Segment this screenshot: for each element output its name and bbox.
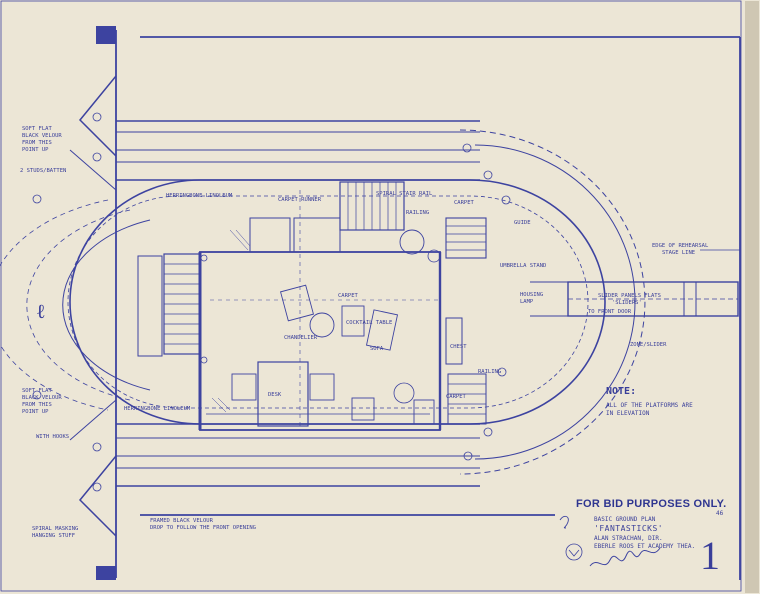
label-hanging-stuff: HANGING STUFF bbox=[32, 533, 75, 539]
label-carpet: CARPET bbox=[338, 293, 359, 299]
label-chandelier: CHANDELIER bbox=[284, 335, 318, 341]
label-carpet-runner: CARPET RUNNER bbox=[278, 197, 322, 203]
label-masking: SPIRAL MASKING bbox=[32, 526, 78, 532]
label-spiral-stair: SPIRAL STAIR RAIL bbox=[376, 191, 433, 197]
label-chest: CHEST bbox=[450, 344, 467, 350]
corner-mark: 46 bbox=[716, 510, 724, 517]
label-stage-line: STAGE LINE bbox=[662, 250, 695, 256]
drawing-title: BASIC GROUND PLAN bbox=[594, 516, 656, 523]
label-railing-lower: RAILING bbox=[478, 369, 501, 375]
label-soft-flat-top: SOFT FLAT bbox=[22, 126, 52, 132]
director-line: ALAN STRACHAN, DIR. bbox=[594, 535, 663, 542]
label-from-this-bot: FROM THIS bbox=[22, 402, 52, 408]
note-line-2: IN ELEVATION bbox=[606, 410, 650, 417]
label-edge-rehearsal: EDGE OF REHEARSAL bbox=[652, 243, 709, 249]
label-railing: RAILING bbox=[406, 210, 429, 216]
label-carpet-top: CARPET bbox=[454, 200, 475, 206]
theatre-line: EBERLE ROOS ET ACADEMY THEA. bbox=[594, 543, 696, 550]
label-guide: GUIDE bbox=[514, 220, 531, 226]
svg-text:ℓ: ℓ bbox=[36, 301, 46, 323]
label-hooks: WITH HOOKS bbox=[36, 434, 69, 440]
label-soft-flat-bot: SOFT FLAT bbox=[22, 388, 52, 394]
production-title: 'FANTASTICKS' bbox=[594, 524, 664, 533]
label-herringbone-top: HERRINGBONE LINOLEUM bbox=[166, 193, 233, 199]
label-carpet-lower: CARPET bbox=[446, 394, 467, 400]
label-black-velour-bot: BLACK VELOUR bbox=[22, 395, 62, 401]
note-line-1: ALL OF THE PLATFORMS ARE bbox=[606, 402, 693, 409]
label-point-up-bot: POINT UP bbox=[22, 409, 49, 415]
label-point-up-top: POINT UP bbox=[22, 147, 49, 153]
label-desk: DESK bbox=[268, 392, 282, 398]
label-cocktail-table: COCKTAIL TABLE bbox=[346, 320, 392, 326]
label-from-this-top: FROM THIS bbox=[22, 140, 52, 146]
sheet-number: 1 bbox=[700, 533, 720, 578]
bid-notice: FOR BID PURPOSES ONLY. bbox=[576, 498, 727, 510]
label-lamp: LAMP bbox=[520, 299, 534, 305]
label-studs-top: 2 STUDS/BATTEN bbox=[20, 168, 66, 174]
label-framed-velour: FRAMED BLACK VELOUR bbox=[150, 518, 214, 524]
label-front-door: TO FRONT DOOR bbox=[588, 309, 632, 315]
label-drop: DROP TO FOLLOW THE FRONT OPENING bbox=[150, 525, 256, 531]
label-umbrella-stand: UMBRELLA STAND bbox=[500, 263, 546, 269]
label-black-velour-top: BLACK VELOUR bbox=[22, 133, 62, 139]
label-herringbone-bot: HERRINGBONE LINOLEUM bbox=[124, 406, 191, 412]
label-slider-panels: SLIDER PANELS FLATS bbox=[598, 293, 661, 299]
label-sofa: SOFA bbox=[370, 346, 384, 352]
note-heading: NOTE: bbox=[606, 386, 637, 397]
label-sliders: 'SLIDERS' bbox=[612, 300, 642, 306]
label-housing: HOUSING bbox=[520, 292, 543, 298]
label-zone-sliders: ZONE/SLIDER bbox=[630, 342, 667, 348]
